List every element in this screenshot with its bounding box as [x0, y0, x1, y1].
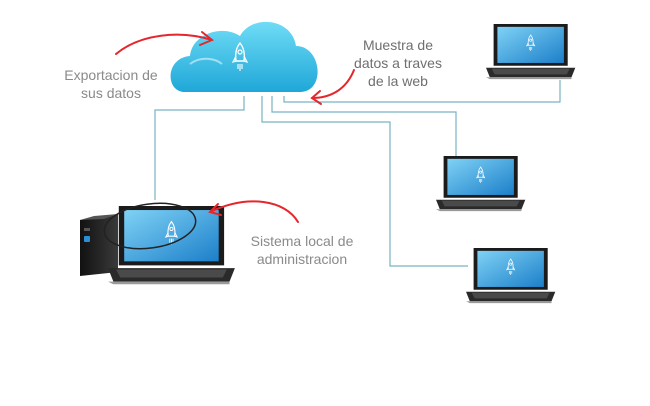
line-to-local-system [154, 96, 245, 200]
local-laptop-icon [108, 206, 235, 284]
cloud-icon [170, 21, 318, 93]
label-export-line-1: Exportacion de [64, 67, 158, 83]
line-to-laptop-middle [271, 96, 457, 156]
label-web-data: Muestra de datos a traves de la web [350, 36, 446, 90]
laptop-top-icon [486, 24, 575, 79]
desktop-tower-icon [80, 214, 118, 276]
connection-lines [154, 80, 561, 267]
laptop-bottom-icon [466, 248, 555, 303]
label-local-system: Sistema local de administracion [244, 232, 360, 268]
label-local-line-1: Sistema local de [250, 233, 354, 249]
arrow-web [310, 69, 355, 105]
line-to-laptop-bottom [261, 96, 468, 267]
highlight-ellipse [103, 202, 197, 250]
label-local-line-2: administracion [256, 251, 348, 267]
label-web-line-2: datos a traves [354, 55, 442, 71]
line-to-laptop-top [283, 80, 561, 103]
label-web-line-1: Muestra de [362, 37, 434, 53]
red-arrows [115, 31, 355, 223]
label-export-data: Exportacion de sus datos [58, 66, 164, 102]
arrow-export [115, 31, 214, 55]
arrow-local [208, 200, 299, 223]
label-web-line-3: de la web [368, 73, 428, 89]
label-export-line-2: sus datos [81, 85, 141, 101]
laptop-middle-icon [436, 156, 525, 211]
